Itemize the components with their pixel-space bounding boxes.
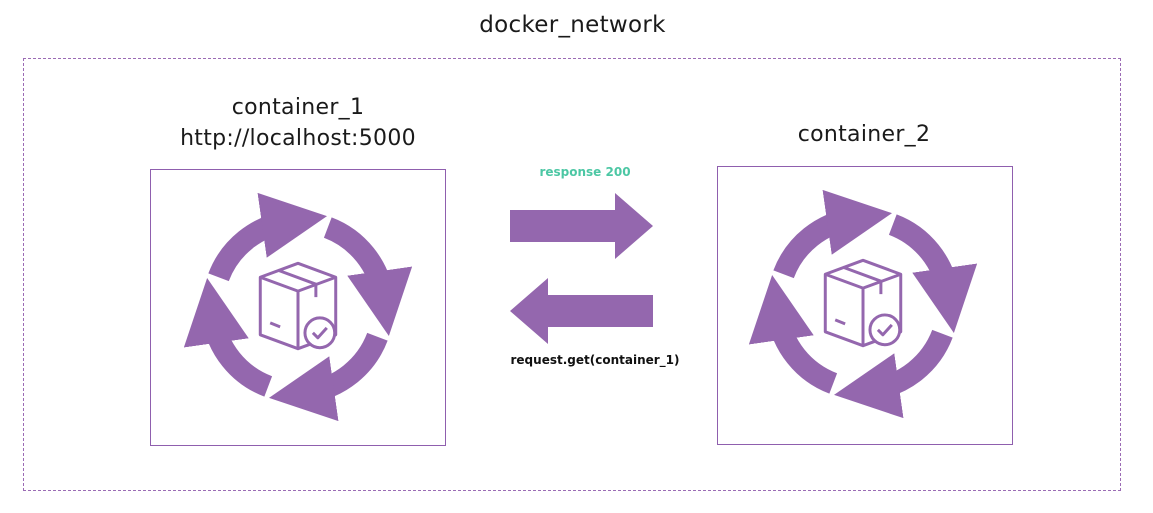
cycle-arrow-left [748, 275, 838, 394]
left-arrow-icon [510, 278, 653, 344]
network-label: docker_network [479, 12, 666, 38]
container-2-title: container_2 [716, 119, 1012, 150]
container-1-title: container_1 http://localhost:5000 [150, 92, 446, 154]
right-arrow-icon [510, 193, 653, 259]
request-label: request.get(container_1) [510, 353, 680, 367]
cycle-arrow-right [323, 217, 413, 337]
cycle-arrow-right [888, 214, 978, 334]
cycle-arrow-bottom [834, 329, 953, 419]
cycle-arrow-left [183, 278, 273, 397]
cycle-package-icon [183, 192, 413, 422]
response-label: response 200 [539, 165, 631, 179]
docker-network-boundary [23, 58, 1121, 491]
container-2-name: container_2 [797, 122, 931, 147]
container-1-box [150, 169, 446, 446]
cycle-arrow-bottom [269, 332, 388, 422]
container-1-url: http://localhost:5000 [180, 126, 416, 151]
container-2-box [717, 166, 1013, 445]
container-1-name: container_1 [231, 95, 365, 120]
cycle-package-icon [748, 189, 978, 419]
cycle-arrow-top [773, 189, 893, 279]
cycle-arrow-top [208, 192, 327, 282]
check-circle [303, 316, 337, 350]
check-circle [868, 313, 902, 347]
